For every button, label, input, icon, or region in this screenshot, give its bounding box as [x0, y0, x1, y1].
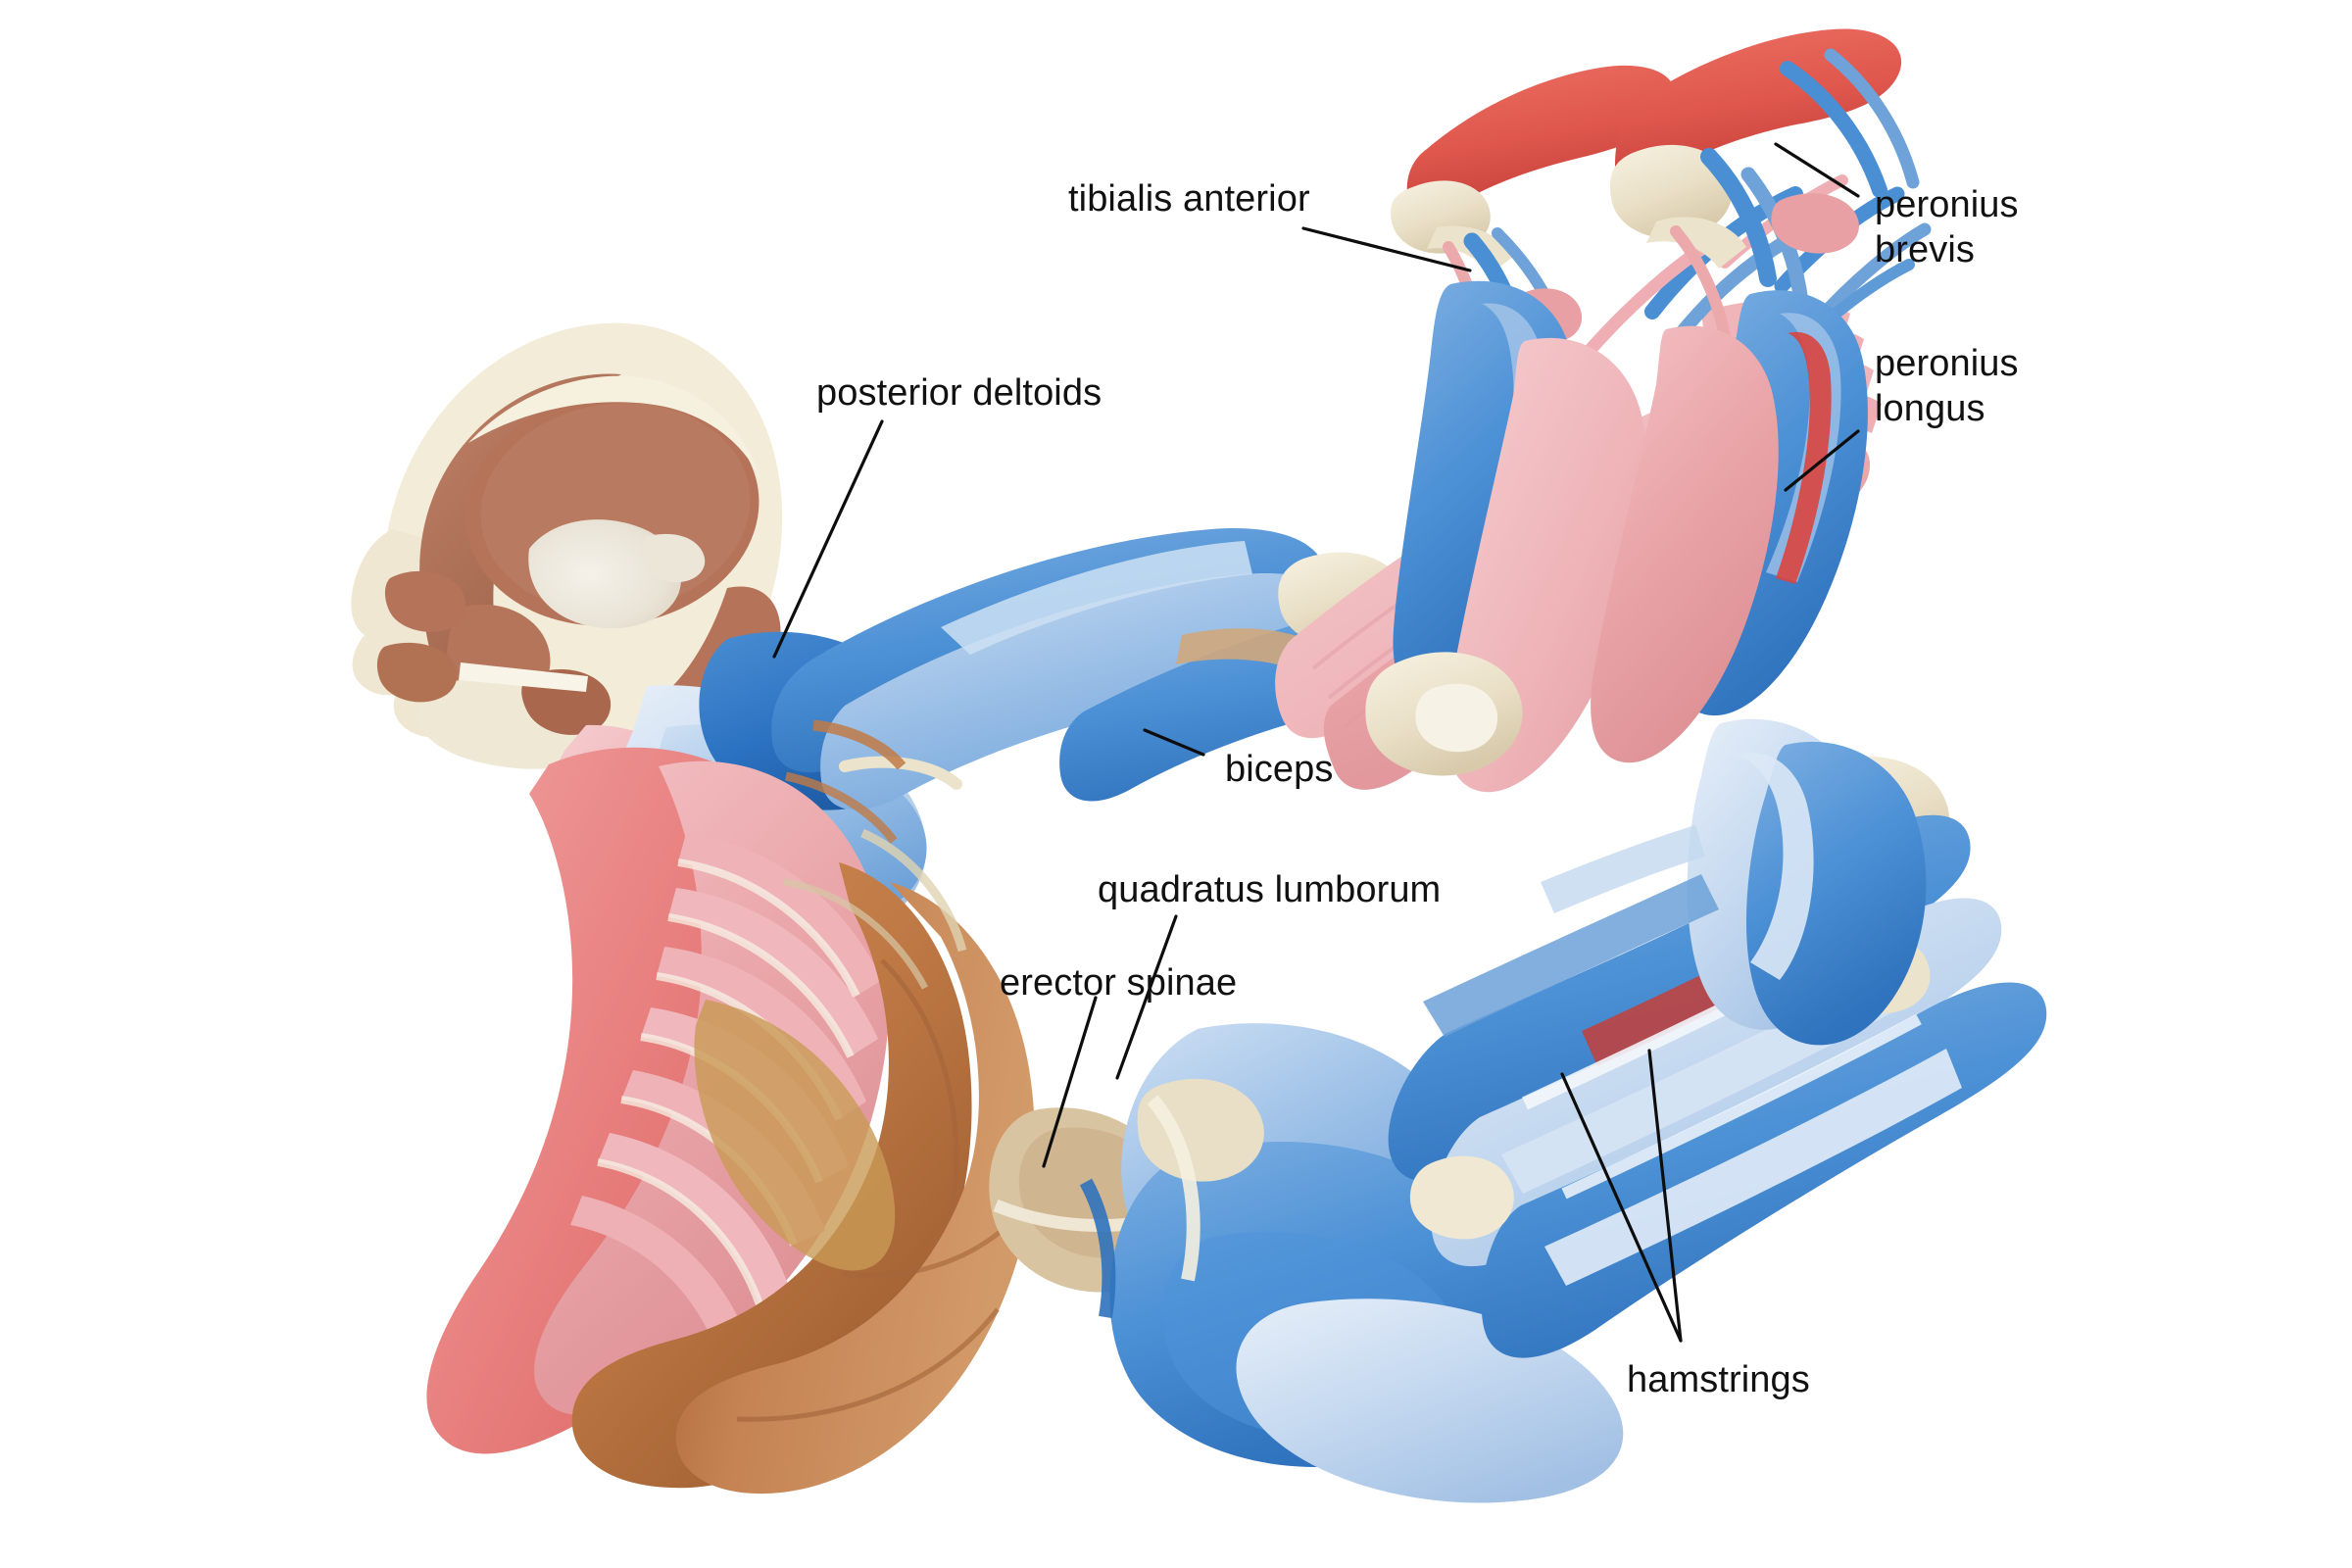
neck-orange-accent: [812, 719, 906, 770]
detail-accents: [783, 719, 1116, 1319]
hamstring-pale-band-2: [1544, 1049, 1962, 1286]
label-posterior-deltoids: posterior deltoids: [816, 372, 1102, 414]
teeth-row: [459, 662, 588, 692]
rib-cage-bone-hint: [783, 878, 929, 990]
calf-pink-right: [1591, 325, 1779, 763]
skull-inner-table: [468, 375, 762, 484]
foot-ankle-group: [1391, 28, 1920, 370]
right-calf-connector: [1687, 718, 1927, 1046]
calf-red-strip: [1776, 331, 1832, 584]
shoulder-tendon-cream: [839, 756, 962, 790]
erector-spinae-fiber-line-1: [880, 958, 959, 1206]
far-calf-pale: [1541, 825, 1705, 913]
label-peronius-longus-line1: peronius: [1875, 343, 2019, 384]
hamstring-white-fascia-2: [1561, 1013, 1922, 1200]
leader-biceps: [1143, 728, 1205, 757]
scapula-edge: [860, 828, 967, 953]
label-quadratus-lumborum: quadratus lumborum: [1098, 869, 1442, 910]
patella-left: [1415, 683, 1498, 753]
label-peronius-brevis-line1: peronius: [1875, 184, 2019, 225]
label-biceps: biceps: [1225, 749, 1334, 790]
leader-posterior-deltoids: [772, 419, 884, 659]
toe-cluster-right: [1771, 193, 1859, 254]
leader-erector-spinae: [1042, 996, 1098, 1168]
iliac-crest-rim: [1147, 1095, 1200, 1282]
lower-face-muscle: [376, 642, 458, 703]
erector-spinae-fiber-line-3: [736, 1307, 1000, 1422]
foot-blue-tendon-right: [1780, 61, 1887, 198]
brachialis-pale: [941, 541, 1252, 655]
pelvis-gluteal-group: [1109, 1023, 1624, 1503]
peronius-brevis-tendon: [1700, 148, 1777, 287]
brain-white-matter-2: [642, 533, 706, 583]
leader-peronius-brevis: [1774, 142, 1860, 198]
thoracic-orange-accent: [785, 771, 898, 844]
far-thigh-blue: [1423, 874, 1719, 1037]
nasal-structures: [384, 570, 466, 632]
label-erector-spinae: erector spinae: [1000, 962, 1238, 1004]
label-hamstrings: hamstrings: [1627, 1359, 1810, 1400]
leader-tibialis-anterior: [1301, 226, 1472, 272]
leader-hamstrings-a: [1560, 1072, 1683, 1343]
label-tibialis-anterior: tibialis anterior: [1068, 178, 1310, 220]
label-peronius-brevis-line2: brevis: [1875, 229, 1975, 270]
foot-blue-tendon-right-2: [1824, 48, 1920, 189]
erector-spinae: [675, 882, 1035, 1494]
achilles-pale-strip: [1735, 752, 1814, 980]
spine-blue-accent: [1079, 1178, 1116, 1319]
leader-quadratus-lumborum: [1115, 914, 1178, 1080]
far-leg-partial: [1423, 825, 1719, 1037]
label-peronius-longus-line2: longus: [1875, 388, 1985, 429]
foot-dorsum-red-left: [1406, 65, 1676, 218]
sacrum-bone: [1137, 1078, 1264, 1182]
lower-leg-group: [1365, 280, 1950, 888]
leader-hamstrings-b: [1647, 1049, 1683, 1343]
ankle-bone-right: [1609, 144, 1733, 239]
leader-peronius-longus: [1784, 429, 1860, 492]
ischial-tuberosity: [1409, 1155, 1514, 1240]
deep-intercostal-tan: [694, 1000, 896, 1271]
